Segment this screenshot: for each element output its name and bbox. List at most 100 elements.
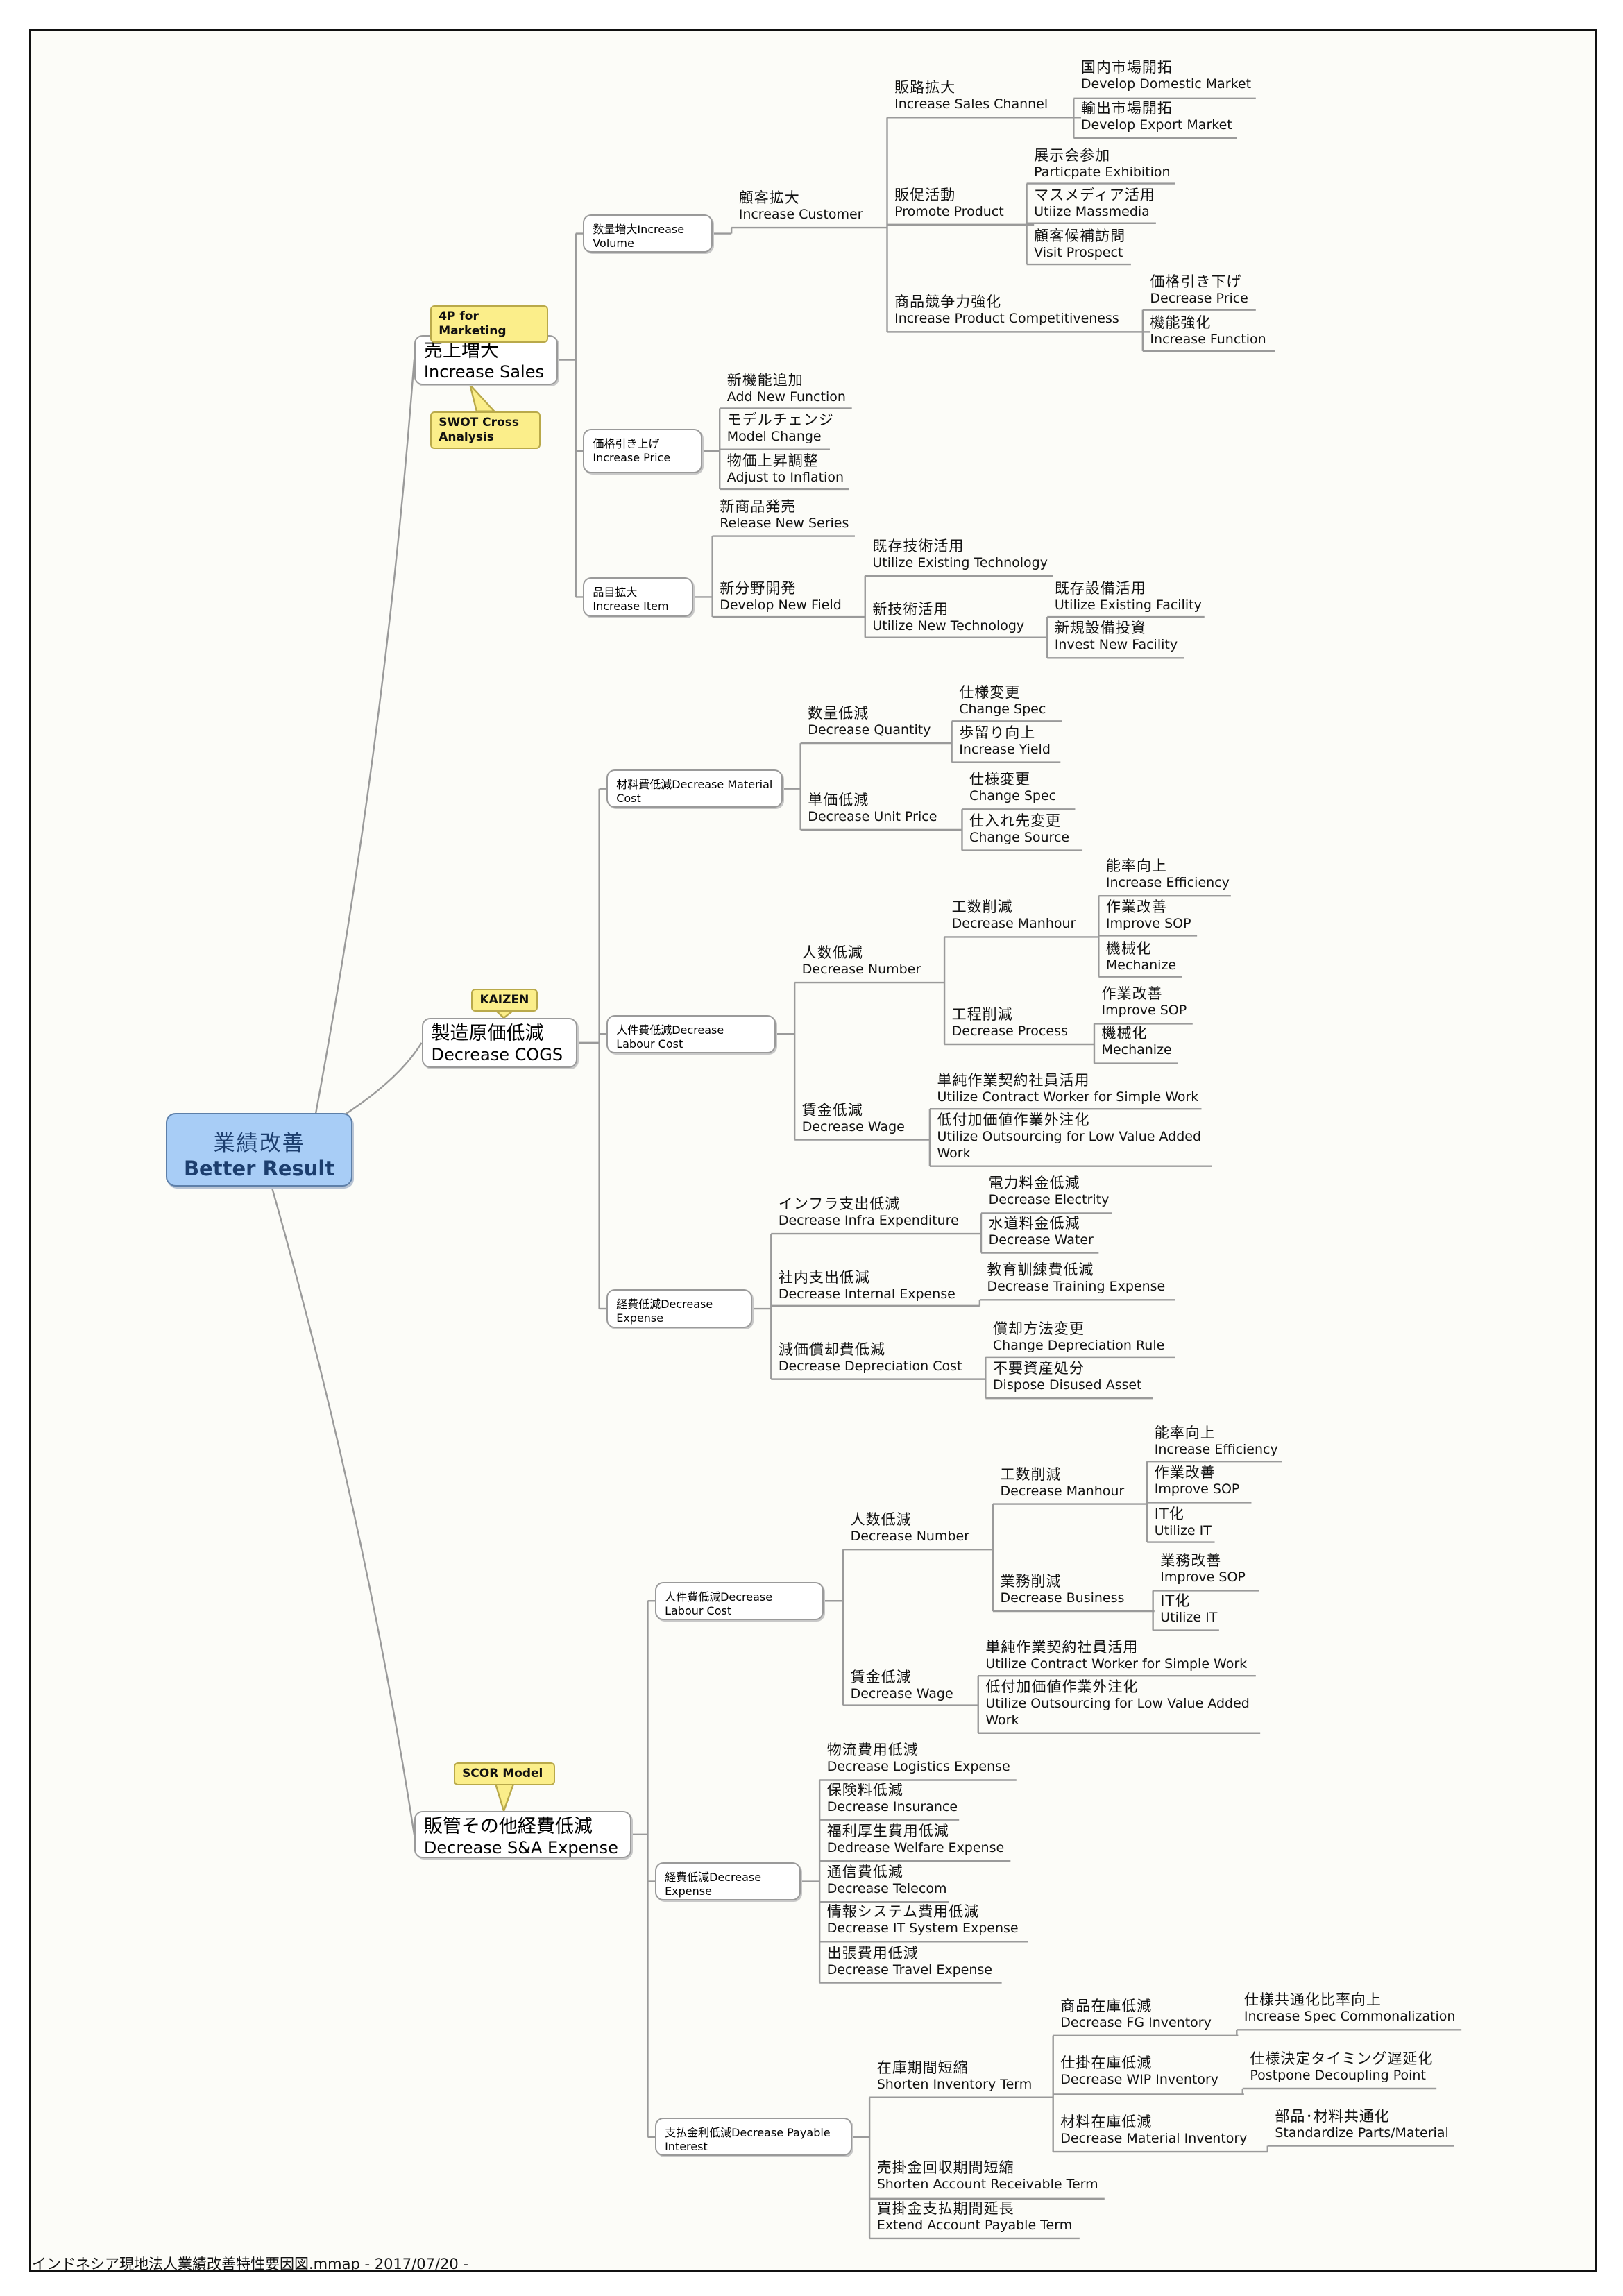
topic-label-jp: 作業改善: [1154, 1464, 1216, 1481]
callout-swot-cross-analysis[interactable]: SWOT Cross Analysis: [430, 411, 541, 449]
topic-box-increase-price[interactable]: 価格引き上げIncrease Price: [583, 429, 702, 473]
callout-kaizen[interactable]: KAIZEN: [471, 988, 538, 1012]
topic-box-increase-volume[interactable]: 数量増大Increase Volume: [583, 214, 713, 253]
root-node[interactable]: 業績改善 Better Result: [166, 1113, 352, 1187]
topic-label-jp: 減価償却費低減: [778, 1341, 885, 1358]
topic-label-en: Increase Yield: [959, 741, 1051, 757]
callout-scor-model[interactable]: SCOR Model: [454, 1762, 556, 1786]
topic-box-increase-item[interactable]: 品目拡大Increase Item: [583, 577, 694, 618]
topic-box-decrease-cogs[interactable]: 製造原価低減Decrease COGS: [421, 1017, 577, 1068]
topic-box-decrease-labour-cost[interactable]: 人件費低減Decrease Labour Cost: [606, 1014, 776, 1053]
root-branch-curve: [314, 359, 416, 1114]
topic-label-en: Increase Sales: [423, 362, 544, 382]
topic-label-en: Utilize Contract Worker for Simple Work: [937, 1089, 1199, 1105]
topic-box-decrease-material-cost[interactable]: 材料費低減Decrease Material Cost: [606, 769, 783, 808]
topic-box-decrease-labour-cost[interactable]: 人件費低減Decrease Labour Cost: [655, 1581, 824, 1620]
topic-label-en: Decrease Telecom: [826, 1881, 947, 1897]
topic-label-jp: 福利厚生費用低減: [826, 1822, 949, 1839]
topic-label-jp: 能率向上: [1105, 858, 1167, 875]
topic-label-jp: 情報システム費用低減: [826, 1903, 980, 1921]
topic-box-decrease-payable-interest[interactable]: 支払金利低減Decrease Payable Interest: [655, 2118, 852, 2157]
topic-box-increase-sales[interactable]: 売上増大Increase Sales: [414, 334, 559, 385]
topic-box-decrease-s-a-expense[interactable]: 販管その他経費低減Decrease S&A Expense: [414, 1810, 632, 1858]
topic-label-en: Decrease Unit Price: [808, 808, 937, 824]
topic-box-decrease-expense[interactable]: 経費低減Decrease Expense: [606, 1289, 752, 1328]
topic-box-decrease-expense[interactable]: 経費低減Decrease Expense: [655, 1862, 801, 1901]
callout-4p-for-marketing[interactable]: 4P for Marketing: [430, 305, 548, 343]
topic-label-en: Adjust to Inflation: [726, 469, 844, 485]
